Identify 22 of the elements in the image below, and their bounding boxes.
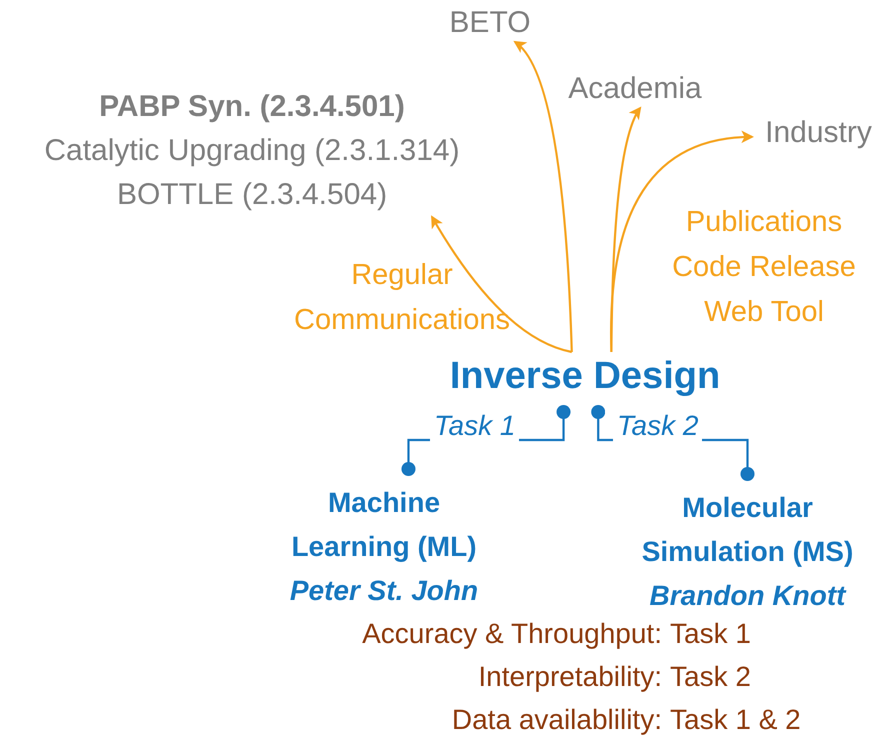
project-title: PABP Syn. (2.3.4.501) [99,89,405,125]
task-text: Task 1 [670,617,752,651]
arrow [610,131,754,352]
project-name: Catalytic Upgrading (2.3.1.314) [44,133,460,169]
output-text: Publications Code Release Web Tool [671,205,857,330]
task-text: Task 1 & 2 [670,703,801,736]
criterion-text: Data availablility: [450,703,662,736]
arrow [514,40,573,352]
stakeholder-text: BETO [440,4,540,42]
communication-text: Regular Communications [293,258,511,338]
criterion-text: Interpretability: [477,660,662,694]
method-title: Molecular Simulation (MS) [640,491,854,569]
method-title: Machine Learning (ML) [290,486,478,564]
arrow [431,215,572,354]
project-name: BOTTLE (2.3.4.504) [116,177,388,213]
stakeholder-text: Industry [752,114,885,152]
heading-text: Inverse Design [420,352,750,400]
task-text: Task 2 [670,660,752,694]
person-name: Peter St. John [290,574,478,608]
person-name: Brandon Knott [650,579,846,613]
stakeholder-text: Academia [550,70,720,108]
criterion-text: Accuracy & Throughput: [361,617,662,651]
